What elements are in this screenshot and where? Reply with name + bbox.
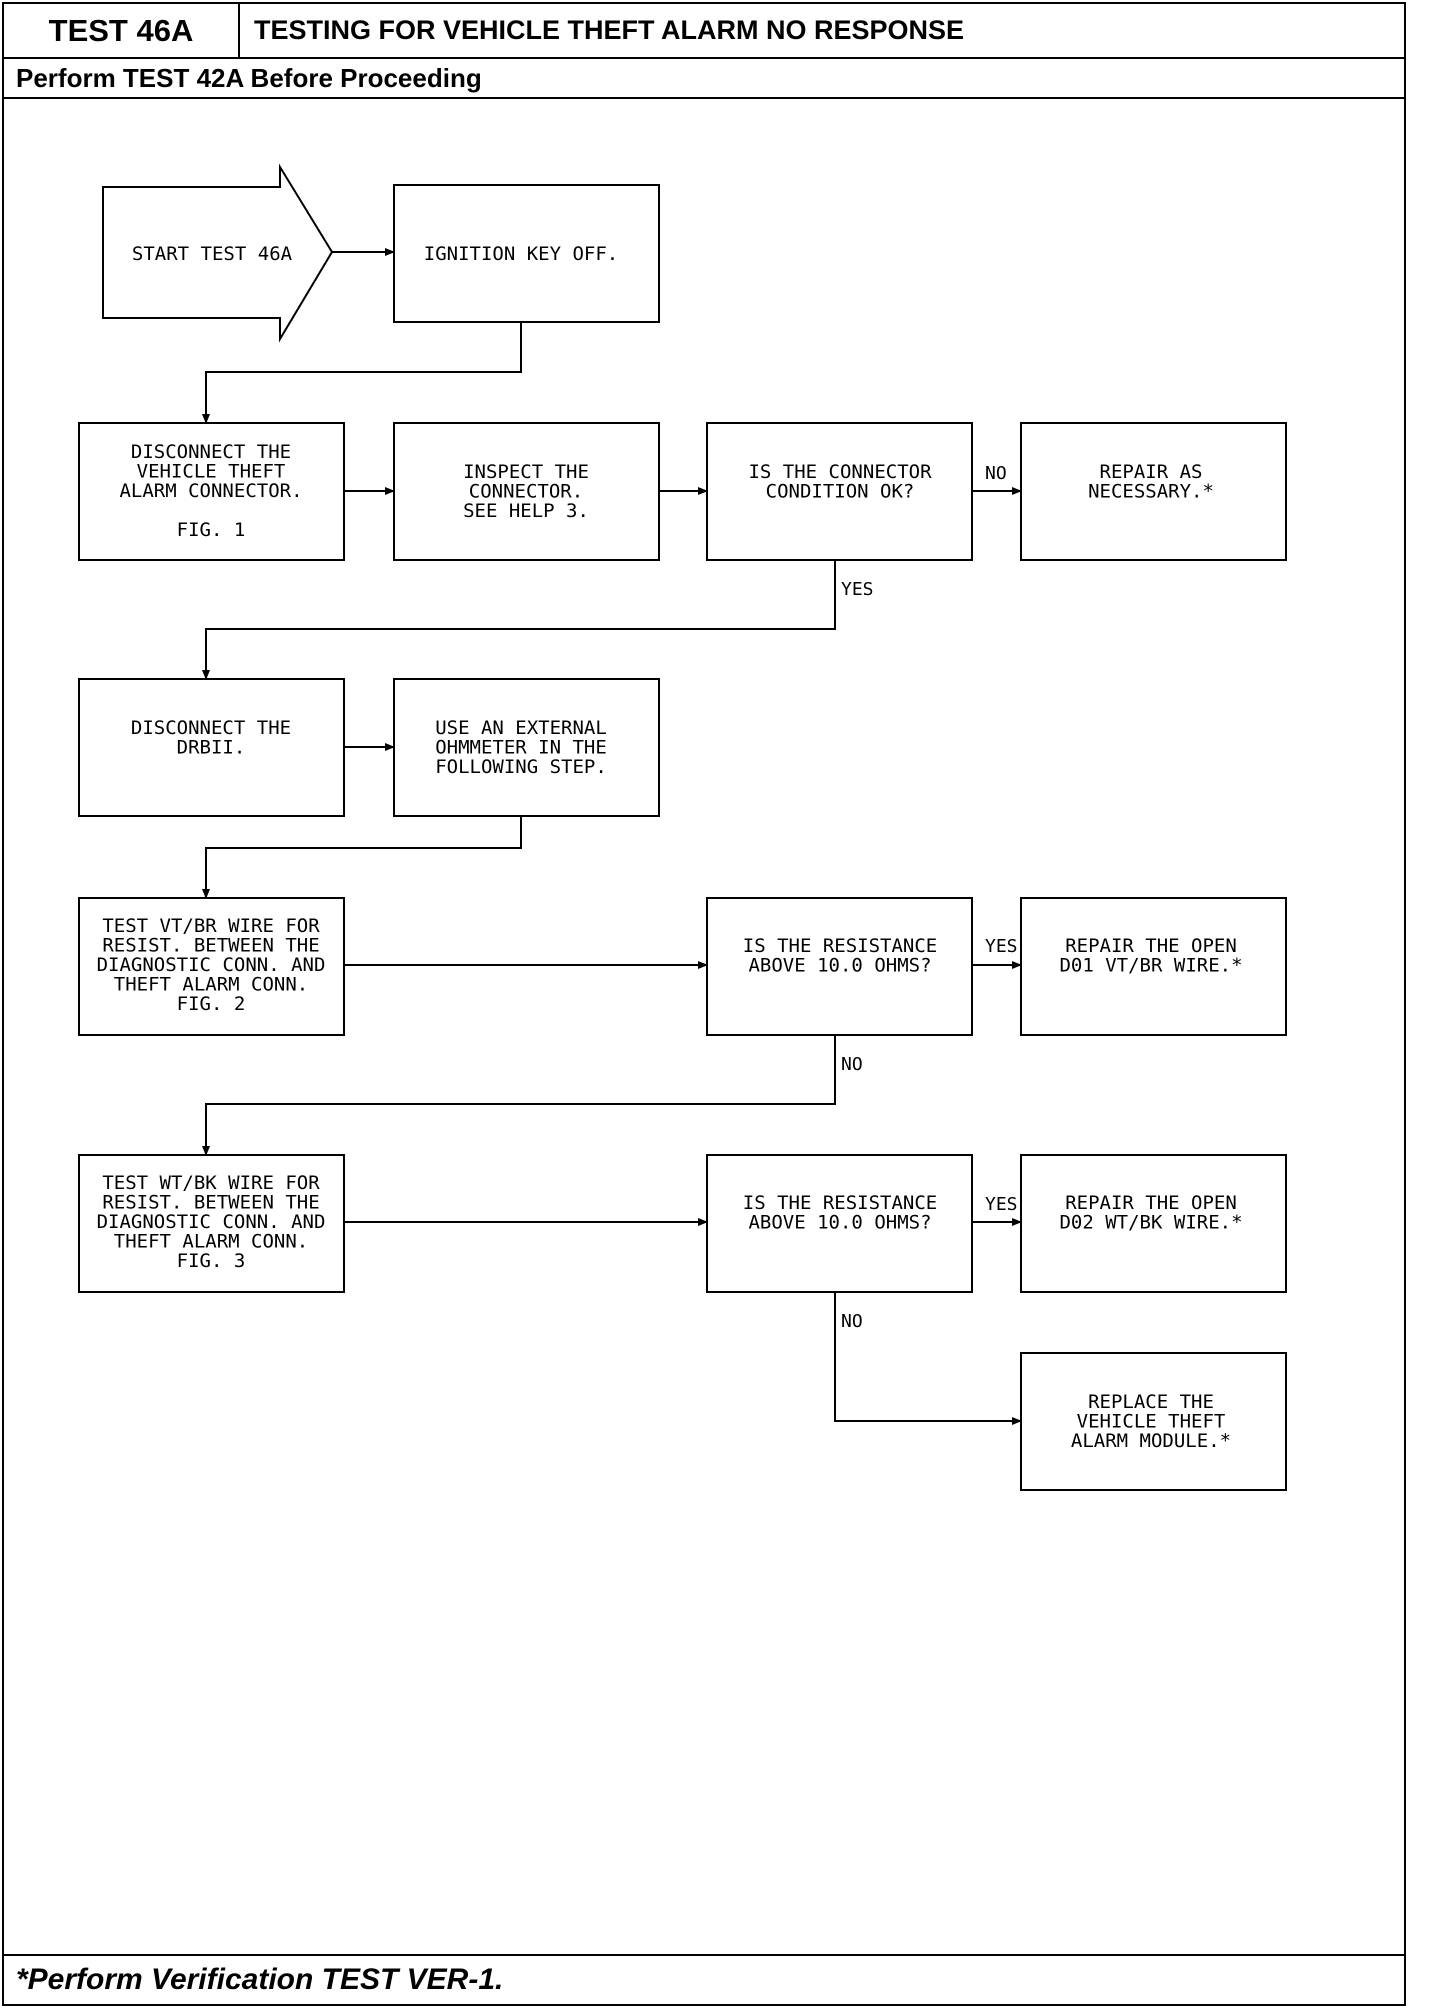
replace-module-line: ALARM MODULE.*: [1071, 1430, 1231, 1452]
test-wt-bk-line: FIG. 3: [177, 1250, 246, 1272]
use-ohmmeter-line: OHMMETER IN THE: [435, 737, 607, 759]
connector-ok-question-line: IS THE CONNECTOR: [748, 461, 932, 483]
connector-question1-testwt: [202, 1035, 836, 1156]
prerequisite-note: Perform TEST 42A Before Proceeding: [4, 59, 1404, 99]
disconnect-drbii-line: DRBII.: [177, 737, 246, 759]
repair-d02-line: D02 WT/BK WIRE.*: [1059, 1212, 1242, 1234]
test-vt-br-box: [78, 897, 345, 1036]
replace-module-line: VEHICLE THEFT: [1077, 1411, 1226, 1433]
disconnect-alarm-connector-line: FIG. 1: [177, 519, 246, 541]
label-yes-connector: YES: [841, 579, 874, 600]
inspect-connector-line: INSPECT THE: [463, 461, 589, 483]
label-yes-resistance-2: YES: [985, 1194, 1018, 1215]
connector-ohmmeter-testvt: [202, 816, 522, 899]
inspect-connector-line: CONNECTOR.: [469, 481, 583, 503]
repair-d02-line: REPAIR THE OPEN: [1065, 1192, 1237, 1214]
connector-ignition-disconnect: [202, 322, 522, 424]
use-ohmmeter-line: USE AN EXTERNAL: [435, 717, 607, 739]
disconnect-alarm-connector-line: ALARM CONNECTOR.: [119, 480, 302, 502]
connector-question2-replace: [834, 1292, 1022, 1425]
repair-d01-line: D01 VT/BR WIRE.*: [1059, 955, 1242, 977]
test-wt-bk-box: [78, 1154, 345, 1293]
start-arrow-shape: [102, 163, 334, 343]
label-yes-resistance-1: YES: [985, 936, 1018, 957]
label-no-connector: NO: [985, 463, 1007, 484]
resistance-question-2-line: IS THE RESISTANCE: [743, 1192, 937, 1214]
connector-question-drbii: [202, 560, 836, 680]
test-vt-br-line: THEFT ALARM CONN.: [114, 974, 308, 996]
test-wt-bk-line: THEFT ALARM CONN.: [114, 1231, 308, 1253]
ignition-off-line: IGNITION KEY OFF.: [424, 243, 618, 265]
label-no-resistance-1: NO: [841, 1054, 863, 1075]
test-wt-bk-line: RESIST. BETWEEN THE: [102, 1192, 319, 1214]
test-vt-br-line: FIG. 2: [177, 993, 246, 1015]
repair-d01-line: REPAIR THE OPEN: [1065, 935, 1237, 957]
repair-as-necessary-line: REPAIR AS: [1100, 461, 1203, 483]
resistance-question-1-line: ABOVE 10.0 OHMS?: [748, 955, 931, 977]
disconnect-drbii-line: DISCONNECT THE: [131, 717, 291, 739]
connector-ok-question-line: CONDITION OK?: [766, 481, 915, 503]
test-sheet: TEST 46A TESTING FOR VEHICLE THEFT ALARM…: [2, 2, 1406, 2006]
test-vt-br-line: DIAGNOSTIC CONN. AND: [97, 954, 326, 976]
test-vt-br-line: TEST VT/BR WIRE FOR: [102, 915, 320, 937]
test-number: TEST 46A: [4, 4, 240, 57]
test-header: TEST 46A TESTING FOR VEHICLE THEFT ALARM…: [4, 4, 1404, 59]
use-ohmmeter-line: FOLLOWING STEP.: [435, 756, 607, 778]
inspect-connector-line: SEE HELP 3.: [463, 500, 589, 522]
disconnect-alarm-connector-line: DISCONNECT THE: [131, 441, 291, 463]
replace-module-line: REPLACE THE: [1088, 1391, 1214, 1413]
connectors: [202, 248, 1022, 1425]
resistance-question-1-line: IS THE RESISTANCE: [743, 935, 937, 957]
test-wt-bk-line: DIAGNOSTIC CONN. AND: [97, 1211, 326, 1233]
box-texts: START TEST 46A IGNITION KEY OFF. DISCONNEC…: [97, 243, 1243, 1452]
test-vt-br-line: RESIST. BETWEEN THE: [102, 935, 319, 957]
test-wt-bk-line: TEST WT/BK WIRE FOR: [102, 1172, 320, 1194]
disconnect-alarm-connector-line: VEHICLE THEFT: [137, 461, 286, 483]
start-line: START TEST 46A: [132, 243, 293, 265]
label-no-resistance-2: NO: [841, 1311, 863, 1332]
verification-footer: *Perform Verification TEST VER-1.: [4, 1954, 1404, 2004]
test-title: TESTING FOR VEHICLE THEFT ALARM NO RESPO…: [254, 15, 965, 45]
resistance-question-2-line: ABOVE 10.0 OHMS?: [748, 1212, 931, 1234]
repair-as-necessary-line: NECESSARY.*: [1088, 481, 1214, 503]
